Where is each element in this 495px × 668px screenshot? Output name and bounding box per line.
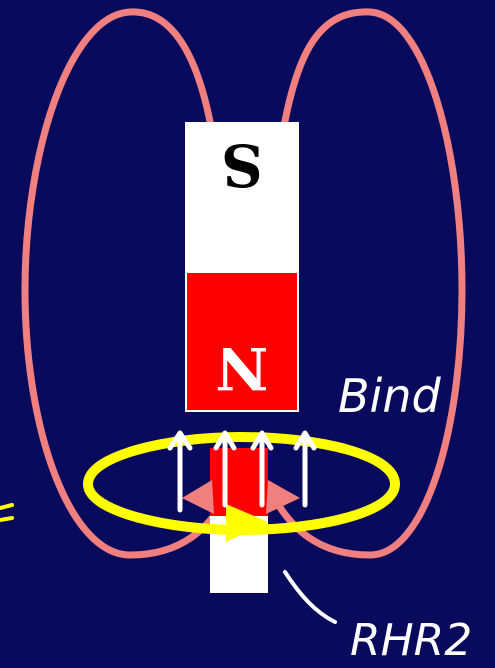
field-arrow-left: [182, 480, 214, 514]
north-pole-label: N: [215, 334, 268, 402]
coil-core-red: [210, 448, 268, 516]
bar-magnet: S N: [186, 123, 298, 411]
south-pole-label: S: [221, 131, 263, 199]
rhr2-pointer-line: [285, 572, 335, 622]
b-induced-label: Bind: [338, 369, 441, 423]
edge-mark: [0, 505, 12, 520]
rhr2-label: RHR2: [350, 615, 472, 666]
induced-arrow-4: [296, 433, 314, 505]
